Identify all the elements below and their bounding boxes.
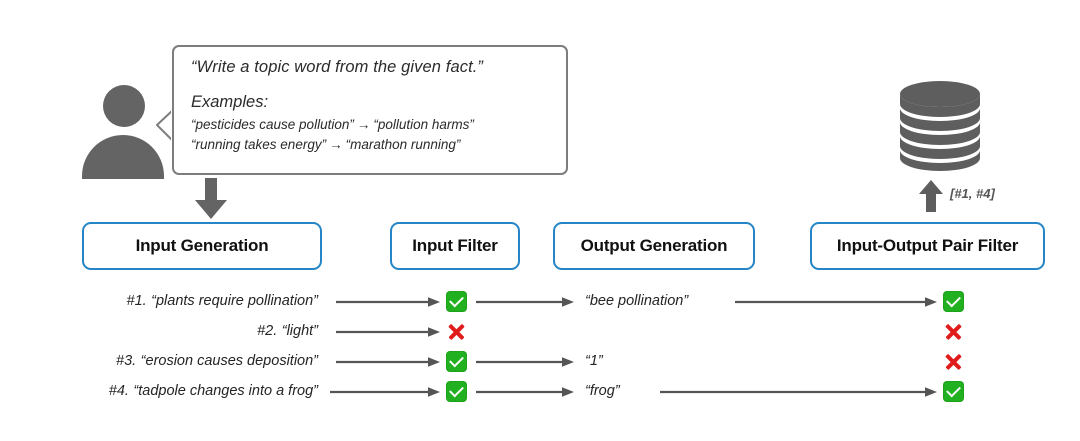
connector-arrow-input-to-filter [330, 386, 442, 398]
database-icon [898, 80, 982, 172]
row-id: #2. [257, 323, 278, 339]
stage-label-input-generation: Input Generation [135, 236, 269, 255]
table-row: #2. “light” [0, 319, 1080, 345]
stage-box-output-generation[interactable]: Output Generation [553, 222, 755, 270]
status-badge-input-filter [446, 351, 467, 372]
stage-label-output-generation: Output Generation [580, 236, 728, 255]
row-input-cell: #2. “light” [0, 322, 330, 340]
row-input-text: “tadpole changes into a frog” [133, 383, 318, 399]
arrow-down-icon [194, 178, 228, 220]
arrow-right-icon: → [329, 137, 343, 152]
table-row: #3. “erosion causes deposition” “1” [0, 349, 1080, 375]
row-input-text: “light” [281, 323, 318, 339]
stage-label-input-filter: Input Filter [412, 236, 498, 255]
table-row: #4. “tadpole changes into a frog” “frog” [0, 379, 1080, 405]
row-input-cell: #3. “erosion causes deposition” [0, 352, 330, 370]
row-id: #3. [116, 353, 137, 369]
example-1-output: “pollution harms” [373, 117, 474, 132]
row-id: #4. [108, 383, 129, 399]
arrow-right-icon: → [356, 117, 371, 132]
connector-arrow-filter-to-output [476, 296, 576, 308]
row-input-cell: #1. “plants require pollination” [0, 292, 330, 310]
connector-arrow-output-to-pair-filter [735, 296, 939, 308]
prompt-example-2: “running takes energy”→“marathon running… [191, 137, 550, 152]
arrow-up-icon [918, 180, 944, 212]
table-row: #1. “plants require pollination” “bee po… [0, 289, 1080, 315]
prompt-example-1: “pesticides cause pollution”→“pollution … [191, 117, 550, 132]
status-badge-pair-filter [943, 291, 964, 312]
user-head-icon [103, 85, 145, 127]
user-body-icon [82, 135, 164, 179]
row-input-text: “erosion causes deposition” [140, 353, 318, 369]
prompt-instruction: “Write a topic word from the given fact.… [191, 58, 484, 76]
status-badge-pair-filter [943, 351, 964, 372]
connector-arrow-filter-to-output [476, 386, 576, 398]
prompt-speech-bubble: “Write a topic word from the given fact.… [172, 45, 568, 175]
stage-label-input-output-pair-filter: Input-Output Pair Filter [836, 236, 1019, 255]
row-input-cell: #4. “tadpole changes into a frog” [0, 382, 330, 400]
status-badge-input-filter [446, 321, 467, 342]
stage-box-input-output-pair-filter[interactable]: Input-Output Pair Filter [810, 222, 1045, 270]
example-2-input: “running takes energy” [191, 137, 327, 152]
connector-arrow-input-to-filter [336, 326, 442, 338]
example-1-input: “pesticides cause pollution” [191, 117, 354, 132]
connector-arrow-input-to-filter [336, 356, 442, 368]
example-2-output: “marathon running” [345, 137, 461, 152]
status-badge-input-filter [446, 381, 467, 402]
status-badge-input-filter [446, 291, 467, 312]
row-output-text: “bee pollination” [585, 293, 689, 309]
connector-arrow-input-to-filter [336, 296, 442, 308]
connector-arrow-filter-to-output [476, 356, 576, 368]
connector-arrow-output-to-pair-filter [660, 386, 939, 398]
row-output-text: “frog” [585, 383, 620, 399]
prompt-examples-label: Examples: [191, 93, 269, 111]
row-output-text: “1” [585, 353, 603, 369]
user-icon [80, 85, 166, 179]
status-badge-pair-filter [943, 381, 964, 402]
status-badge-pair-filter [943, 321, 964, 342]
stage-box-input-filter[interactable]: Input Filter [390, 222, 520, 270]
stage-box-input-generation[interactable]: Input Generation [82, 222, 322, 270]
row-input-text: “plants require pollination” [151, 293, 318, 309]
database-label: [#1, #4] [950, 186, 995, 201]
row-id: #1. [126, 293, 147, 309]
